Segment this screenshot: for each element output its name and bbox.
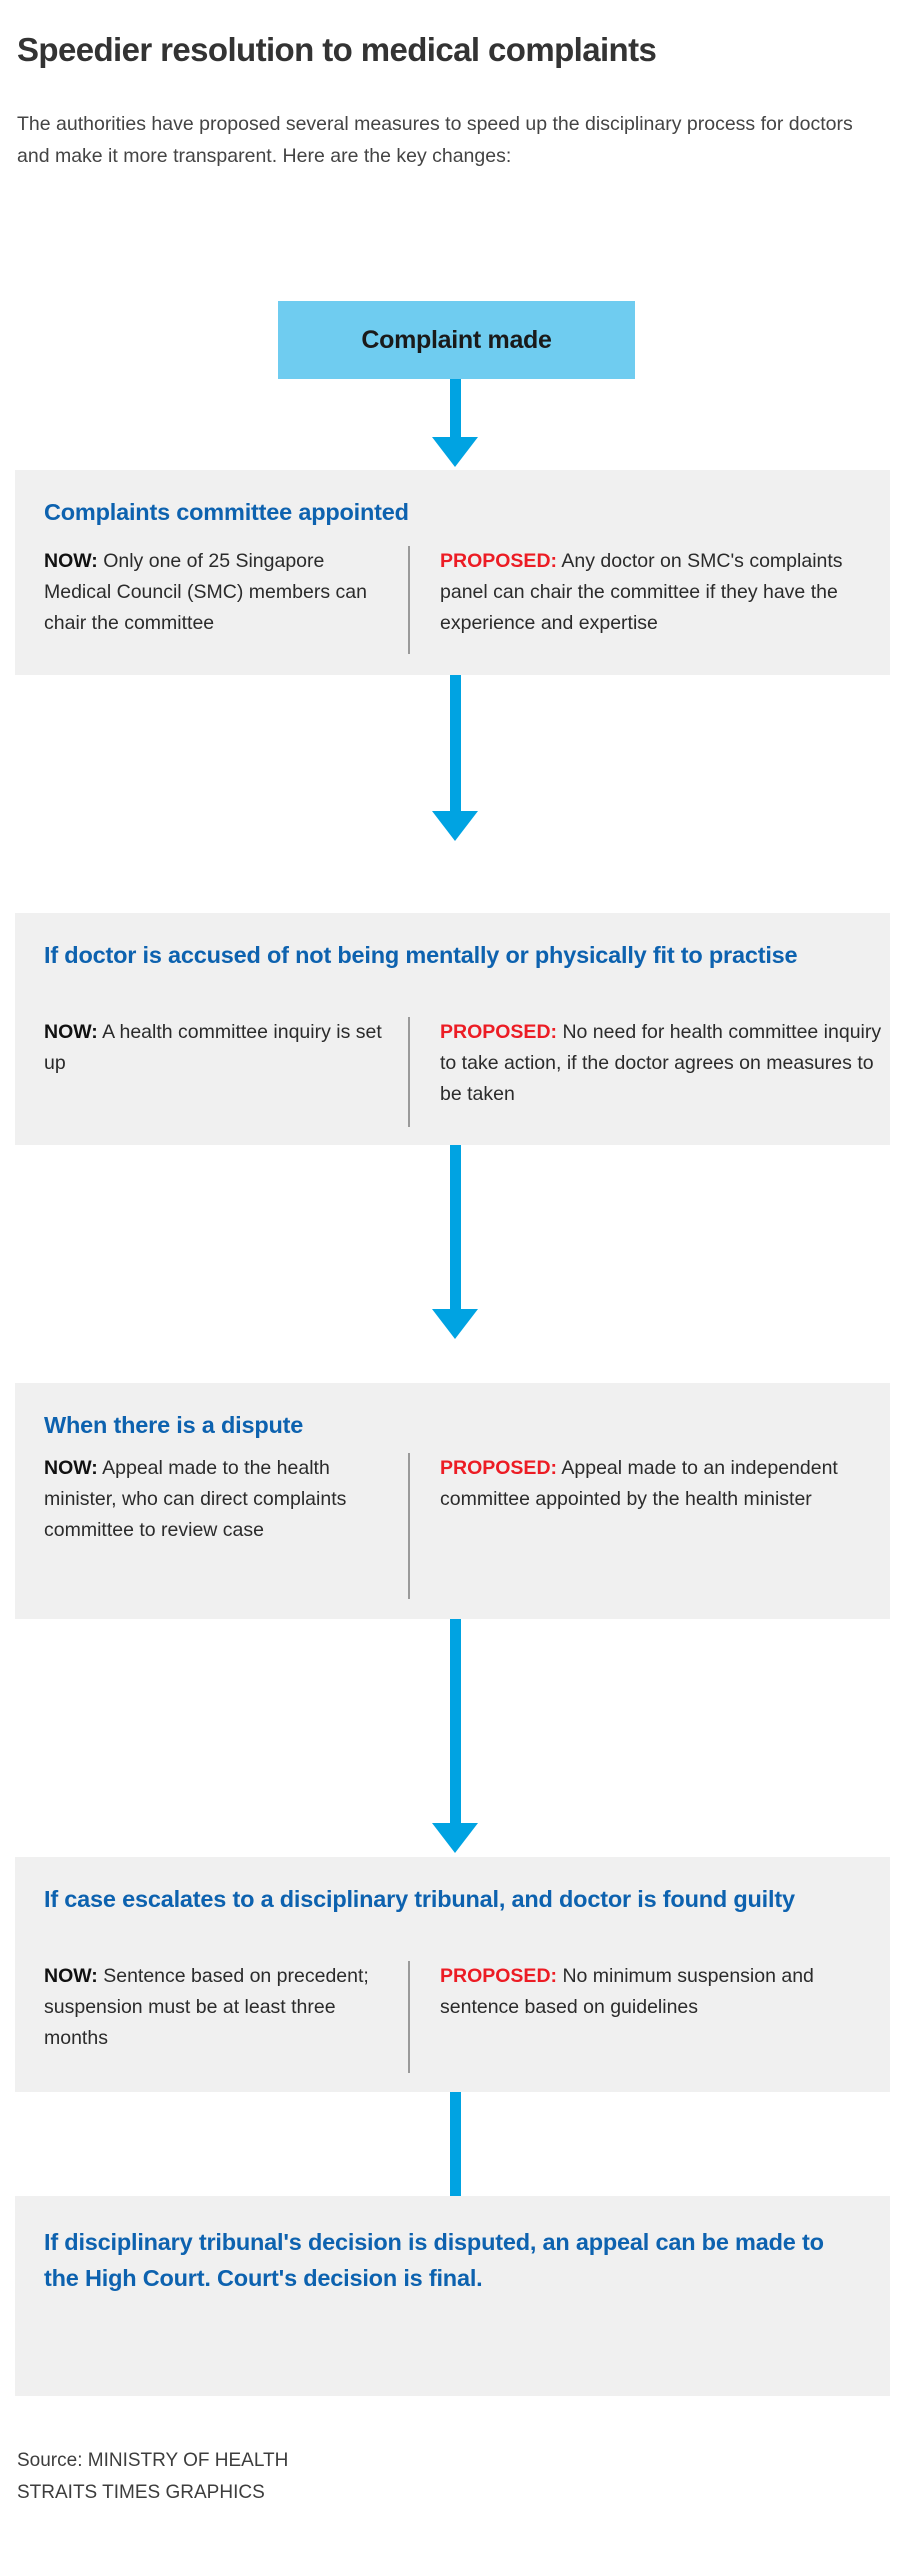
step-4-proposed-column: PROPOSED: No minimum suspension and sent… xyxy=(440,1961,882,2023)
page-title: Speedier resolution to medical complaint… xyxy=(17,31,657,68)
step-2-now-column: NOW: A health committee inquiry is set u… xyxy=(44,1017,396,1079)
final-step-panel: If disciplinary tribunal's decision is d… xyxy=(15,2196,890,2396)
now-label: NOW: xyxy=(44,1965,98,1987)
proposed-label: PROPOSED: xyxy=(440,1965,558,1987)
source-line-2: STRAITS TIMES GRAPHICS xyxy=(17,2482,265,2503)
step-2-heading: If doctor is accused of not being mental… xyxy=(44,942,798,968)
source-line-1: Source: MINISTRY OF HEALTH xyxy=(17,2450,289,2471)
step-2-proposed-text: No need for health committee inquiry to … xyxy=(440,1021,882,1105)
proposed-label: PROPOSED: xyxy=(440,1457,558,1479)
step-panel-2: If doctor is accused of not being mental… xyxy=(15,913,890,1145)
final-step-text: If disciplinary tribunal's decision is d… xyxy=(44,2229,824,2291)
step-1-heading: Complaints committee appointed xyxy=(44,499,409,525)
step-1-column-divider xyxy=(408,546,410,654)
step-4-proposed-text: No minimum suspension and sentence based… xyxy=(440,1965,814,2018)
step-3-proposed-text: Appeal made to an independent committee … xyxy=(440,1457,838,1510)
step-panel-1: Complaints committee appointed NOW: Only… xyxy=(15,470,890,675)
intro-paragraph: The authorities have proposed several me… xyxy=(17,113,853,167)
step-3-heading: When there is a dispute xyxy=(44,1412,304,1438)
now-label: NOW: xyxy=(44,550,98,572)
now-label: NOW: xyxy=(44,1021,98,1043)
step-3-now-text: Appeal made to the health minister, who … xyxy=(44,1457,347,1541)
step-3-proposed-column: PROPOSED: Appeal made to an independent … xyxy=(440,1453,882,1515)
now-label: NOW: xyxy=(44,1457,98,1479)
step-2-column-divider xyxy=(408,1017,410,1127)
step-1-proposed-text: Any doctor on SMC's complaints panel can… xyxy=(440,550,843,634)
step-4-now-text: Sentence based on precedent; suspension … xyxy=(44,1965,369,2049)
step-3-column-divider xyxy=(408,1453,410,1599)
step-1-proposed-column: PROPOSED: Any doctor on SMC's complaints… xyxy=(440,546,882,639)
step-panel-3: When there is a dispute NOW: Appeal made… xyxy=(15,1383,890,1619)
proposed-label: PROPOSED: xyxy=(440,1021,558,1043)
flow-start-box: Complaint made xyxy=(278,301,635,379)
step-2-now-text: A health committee inquiry is set up xyxy=(44,1021,382,1074)
flow-start-box-label: Complaint made xyxy=(361,325,552,354)
step-1-now-column: NOW: Only one of 25 Singapore Medical Co… xyxy=(44,546,396,639)
step-2-proposed-column: PROPOSED: No need for health committee i… xyxy=(440,1017,882,1110)
step-panel-4: If case escalates to a disciplinary trib… xyxy=(15,1857,890,2092)
step-1-now-text: Only one of 25 Singapore Medical Council… xyxy=(44,550,367,634)
step-4-heading: If case escalates to a disciplinary trib… xyxy=(44,1886,795,1912)
step-4-column-divider xyxy=(408,1961,410,2073)
step-4-now-column: NOW: Sentence based on precedent; suspen… xyxy=(44,1961,396,2054)
step-3-now-column: NOW: Appeal made to the health minister,… xyxy=(44,1453,396,1546)
proposed-label: PROPOSED: xyxy=(440,550,558,572)
